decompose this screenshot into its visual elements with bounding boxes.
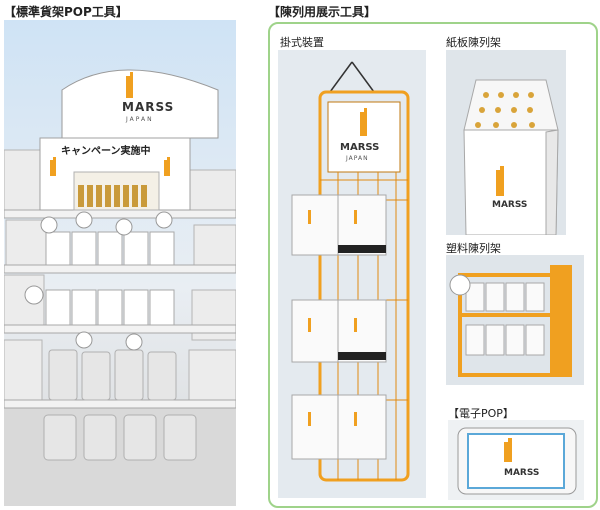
display-tools-panel	[268, 22, 598, 508]
electronic-pop-scene: MARSS	[448, 420, 584, 500]
paper-rack-label: 紙板陳列架	[446, 36, 501, 49]
right-section-title: 【陳列用展示工具】	[268, 5, 377, 19]
plastic-rack-illustration	[449, 265, 572, 377]
shelf-scene: MARSS JAPAN キャンペーン実施中	[4, 20, 236, 506]
tablet-brand: MARSS	[504, 468, 540, 478]
topper-brand-sub: JAPAN	[126, 116, 154, 123]
electronic-pop-label: 【電子POP】	[448, 407, 514, 420]
paper-rack-brand: MARSS	[492, 200, 528, 210]
tablet-illustration	[457, 427, 577, 495]
plastic-rack-label: 塑料陳列架	[446, 242, 501, 255]
hanging-sign-brand: MARSS	[340, 142, 380, 153]
plastic-rack-scene	[446, 255, 584, 385]
hanging-sign-brand-sub: JAPAN	[346, 155, 369, 162]
paper-rack-illustration	[463, 79, 559, 235]
hanging-rack-illustration	[291, 61, 410, 482]
campaign-banner: キャンペーン実施中	[61, 146, 151, 157]
paper-rack-scene: MARSS	[446, 50, 566, 235]
shelf-illustration	[4, 69, 236, 506]
left-section-title: 【標準貨架POP工具】	[4, 5, 128, 19]
hanging-device-scene: MARSS JAPAN	[278, 50, 426, 498]
hanging-device-label: 掛式裝置	[280, 36, 324, 49]
topper-brand: MARSS	[122, 100, 175, 114]
